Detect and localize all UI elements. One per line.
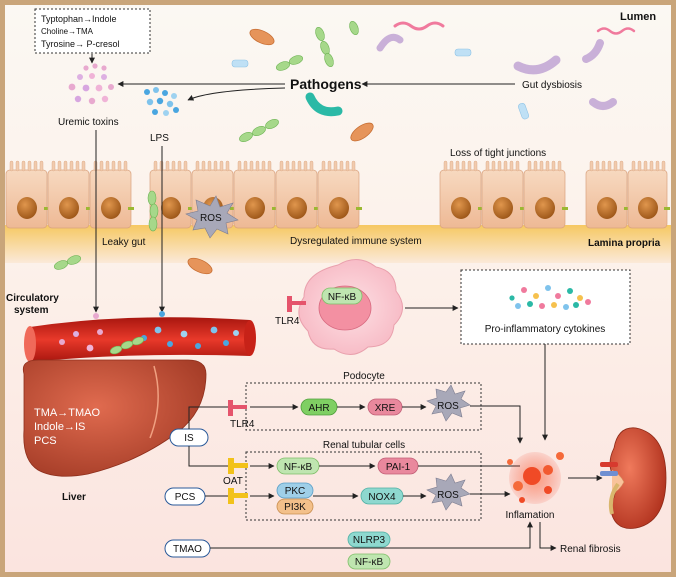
epithelial-cell bbox=[233, 160, 278, 229]
oat-receptor-is bbox=[228, 458, 248, 474]
renal-fibrosis-label: Renal fibrosis bbox=[560, 544, 621, 555]
epithelial-cell bbox=[275, 160, 320, 229]
podocyte-tlr4-label: TLR4 bbox=[230, 419, 255, 430]
epithelial-cell bbox=[481, 160, 526, 229]
tubular-nfkb-label: NF-κB bbox=[284, 462, 313, 473]
immune-nfkb-node bbox=[321, 287, 363, 305]
epithelial-cell bbox=[627, 160, 670, 229]
circulatory-label-line-1: Circulatory bbox=[6, 293, 59, 304]
podocyte-title: Podocyte bbox=[343, 371, 385, 382]
epithelium-ros-star bbox=[185, 195, 239, 239]
arrow-podocyte-to-inflammation bbox=[470, 405, 523, 444]
pi3k-label: PI3K bbox=[284, 502, 306, 513]
liver-label: Liver bbox=[62, 492, 86, 503]
uremic-toxin-particles bbox=[68, 63, 114, 105]
pcs-label: PCS bbox=[175, 492, 196, 503]
bottom-nfkb-label: NF-κB bbox=[355, 557, 384, 568]
gut-dysbiosis-label: Gut dysbiosis bbox=[522, 80, 582, 91]
epithelial-cell bbox=[5, 160, 50, 229]
is-label: IS bbox=[184, 433, 194, 444]
leaky-gut-bacteria bbox=[53, 190, 159, 270]
nox4-label: NOX4 bbox=[368, 492, 396, 503]
epithelial-cell bbox=[523, 160, 568, 229]
pathogens-label: Pathogens bbox=[290, 76, 362, 92]
metabolism-line-3: Tyrosine→ P-cresol bbox=[41, 39, 120, 49]
podocyte-tlr4-receptor bbox=[228, 400, 247, 416]
circulatory-label-line-2: system bbox=[14, 305, 49, 316]
tubular-ros-star bbox=[426, 473, 471, 511]
pai1-label: PAI-1 bbox=[386, 462, 411, 473]
metabolism-line-2: Choline→TMA bbox=[41, 27, 94, 36]
kidney-illustration bbox=[600, 427, 667, 529]
bottom-nfkb-node bbox=[347, 553, 391, 570]
loss-tight-junctions-label: Loss of tight junctions bbox=[450, 148, 546, 159]
oat-label: OAT bbox=[223, 476, 243, 487]
inflammation-cluster bbox=[507, 452, 564, 504]
leaky-gut-label: Leaky gut bbox=[102, 237, 146, 248]
immune-tlr4-label: TLR4 bbox=[275, 316, 300, 327]
lamina-propria-band bbox=[5, 225, 671, 263]
dysregulated-immune-label: Dysregulated immune system bbox=[290, 236, 422, 247]
pkc-label: PKC bbox=[285, 486, 306, 497]
nlrp3-node bbox=[347, 531, 391, 548]
inflammation-label: Inflamation bbox=[506, 510, 555, 521]
liver-line-1: TMA→TMAO bbox=[34, 407, 100, 419]
lumen-label: Lumen bbox=[620, 11, 656, 23]
epithelial-cell bbox=[89, 160, 134, 229]
ahr-label: AHR bbox=[308, 403, 329, 414]
is-branch-down bbox=[188, 446, 228, 467]
cytokines-label: Pro-inflammatory cytokines bbox=[485, 324, 606, 335]
podocyte-ros-star bbox=[426, 384, 471, 422]
cytokines-box bbox=[460, 269, 631, 345]
arrow-tmao-to-inflammation bbox=[210, 521, 533, 549]
metabolism-box bbox=[34, 8, 151, 54]
epithelial-cell bbox=[585, 160, 630, 229]
podocyte-ros-label: ROS bbox=[437, 401, 459, 412]
epithelium-ros-label: ROS bbox=[200, 213, 222, 224]
lps-particles bbox=[144, 87, 179, 116]
oat-receptor-pcs bbox=[228, 488, 248, 504]
tmao-label: TMAO bbox=[173, 544, 202, 555]
xre-label: XRE bbox=[375, 403, 396, 414]
tubular-title: Renal tubular cells bbox=[323, 440, 405, 451]
liver-lobe-line bbox=[149, 365, 159, 439]
tubular-box bbox=[245, 451, 482, 521]
orange-bacterium bbox=[187, 257, 213, 275]
lamina-propria-label: Lamina propria bbox=[588, 238, 661, 249]
arrow-pathogens-to-lps bbox=[187, 87, 286, 101]
epithelial-cell bbox=[149, 160, 194, 229]
uremic-toxins-label: Uremic toxins bbox=[58, 117, 119, 128]
epithelial-cell bbox=[317, 160, 362, 229]
nlrp3-label: NLRP3 bbox=[353, 535, 386, 546]
epithelial-cell bbox=[439, 160, 484, 229]
immune-tlr4-receptor bbox=[287, 296, 306, 312]
pi3k-node bbox=[276, 498, 314, 515]
liver-line-3: PCS bbox=[34, 435, 57, 447]
arrow-inflammation-to-fibrosis bbox=[539, 522, 557, 551]
pkc-node bbox=[276, 482, 314, 499]
cytokine-particles bbox=[509, 285, 591, 310]
lumen-bacteria bbox=[231, 20, 636, 142]
metabolism-line-1: Typtophan→Indole bbox=[41, 14, 117, 24]
liver-line-2: Indole→IS bbox=[34, 421, 85, 433]
lps-label: LPS bbox=[150, 133, 169, 144]
tubular-ros-label: ROS bbox=[437, 490, 459, 501]
blood-vessel bbox=[24, 311, 256, 362]
immune-nfkb-label: NF-κB bbox=[328, 292, 357, 303]
epithelial-cell bbox=[47, 160, 92, 229]
is-branch-up bbox=[188, 406, 228, 429]
